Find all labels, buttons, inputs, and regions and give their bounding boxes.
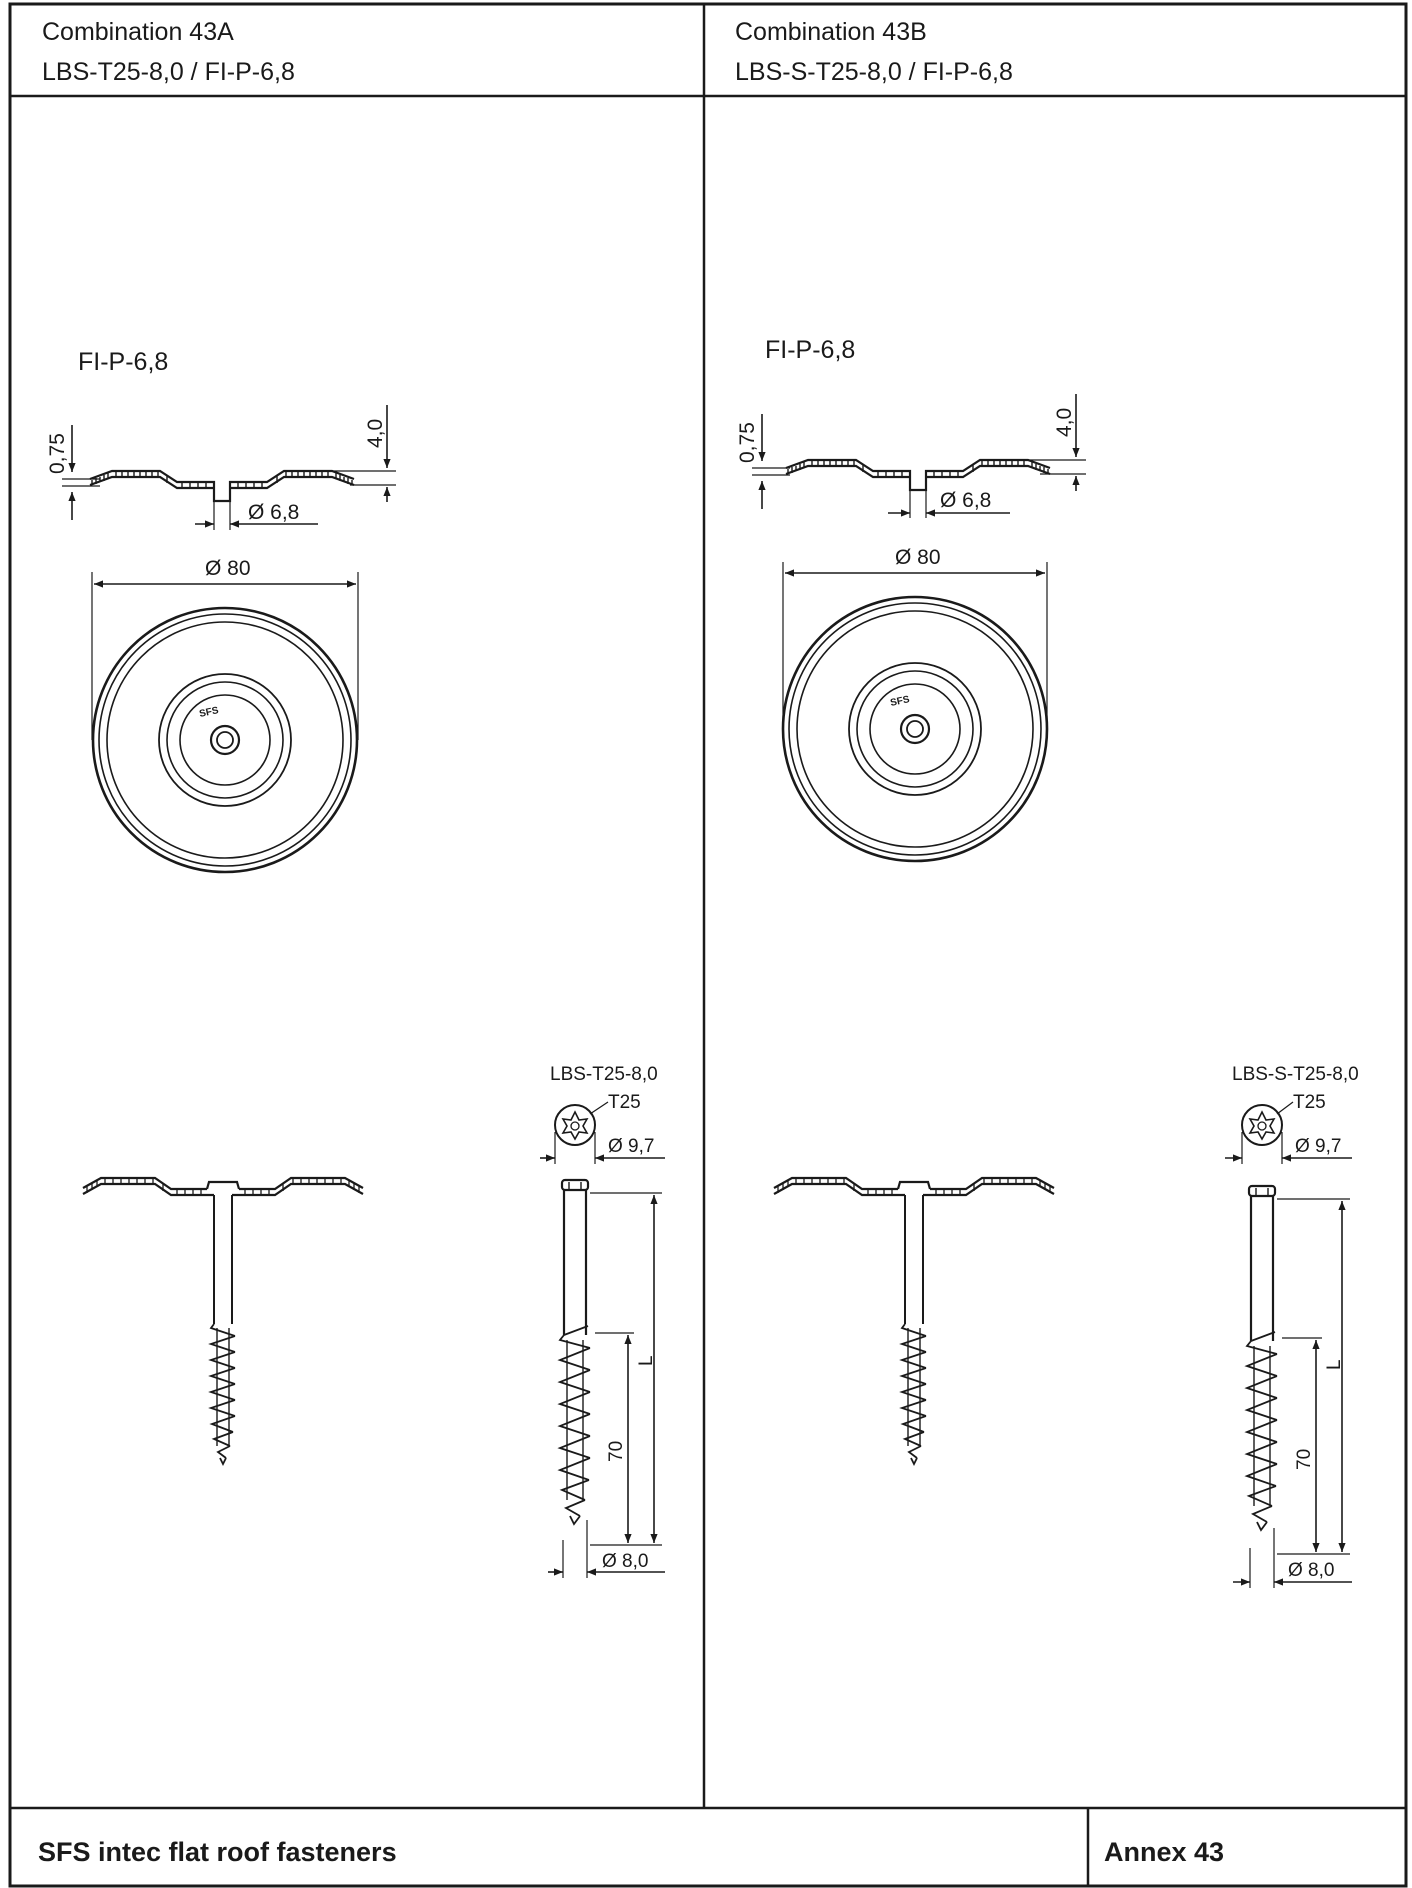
drive-label: T25 xyxy=(1293,1092,1326,1113)
sfs-logo: SFS xyxy=(889,694,911,709)
plate-diameter-value: Ø 80 xyxy=(895,546,941,569)
height-value: 4,0 xyxy=(364,419,387,448)
plate-screw-assembly xyxy=(772,1176,1056,1466)
thickness-value: 0,75 xyxy=(736,422,759,463)
thickness-dimension: 0,75 xyxy=(736,414,790,509)
panel-title: Combination 43A xyxy=(42,18,234,46)
torx-head-view: T25 Ø 9,7 xyxy=(540,1092,665,1164)
shank-diameter-value: Ø 8,0 xyxy=(602,1551,648,1572)
panel-subtitle: LBS-S-T25-8,0 / FI-P-6,8 xyxy=(735,58,1013,86)
plate-label: FI-P-6,8 xyxy=(765,336,855,364)
length-dimension: L xyxy=(590,1192,662,1546)
drive-label: T25 xyxy=(608,1092,641,1113)
hole-dimension: Ø 6,8 xyxy=(195,488,318,530)
thickness-dimension: 0,75 xyxy=(46,425,100,520)
screw-label: LBS-T25-8,0 xyxy=(550,1064,658,1085)
plate-label: FI-P-6,8 xyxy=(78,348,168,376)
hole-dimension: Ø 6,8 xyxy=(888,477,1010,518)
panel-43b: Combination 43B LBS-S-T25-8,0 / FI-P-6,8… xyxy=(735,18,1359,1588)
length-value: L xyxy=(636,1355,657,1366)
plate-cross-section xyxy=(88,469,356,503)
screw-side-view xyxy=(558,1178,592,1526)
thread-length-value: 70 xyxy=(606,1441,627,1462)
thread-length-dimension: 70 xyxy=(595,1332,634,1543)
panel-43a: Combination 43A LBS-T25-8,0 / FI-P-6,8 F… xyxy=(42,18,665,1578)
panel-title: Combination 43B xyxy=(735,18,927,46)
shank-dimension: Ø 8,0 xyxy=(548,1520,665,1578)
sfs-logo: SFS xyxy=(198,705,220,720)
screw-side-view xyxy=(1245,1184,1279,1532)
height-value: 4,0 xyxy=(1053,408,1076,437)
shank-diameter-value: Ø 8,0 xyxy=(1288,1560,1334,1581)
thickness-value: 0,75 xyxy=(46,433,69,474)
head-diameter-value: Ø 9,7 xyxy=(608,1136,654,1157)
panel-subtitle: LBS-T25-8,0 / FI-P-6,8 xyxy=(42,58,295,86)
hole-value: Ø 6,8 xyxy=(248,501,299,524)
screw-label: LBS-S-T25-8,0 xyxy=(1232,1064,1359,1085)
torx-head-view: T25 Ø 9,7 xyxy=(1225,1092,1352,1164)
thread-length-value: 70 xyxy=(1294,1449,1315,1470)
plate-screw-assembly xyxy=(81,1176,365,1466)
sheet-border xyxy=(8,2,1408,1888)
thread-length-dimension: 70 xyxy=(1282,1337,1322,1552)
plate-diameter-dimension: Ø 80 xyxy=(782,546,1048,728)
plate-top-view: SFS xyxy=(91,606,359,874)
length-value: L xyxy=(1324,1359,1345,1370)
footer-product: SFS intec flat roof fasteners xyxy=(38,1837,397,1867)
plate-top-view: SFS xyxy=(781,595,1049,863)
plate-cross-section xyxy=(784,458,1052,492)
footer-annex: Annex 43 xyxy=(1104,1837,1224,1867)
hole-value: Ø 6,8 xyxy=(940,489,991,512)
shank-dimension: Ø 8,0 xyxy=(1233,1528,1352,1588)
head-diameter-value: Ø 9,7 xyxy=(1295,1136,1341,1157)
plate-diameter-value: Ø 80 xyxy=(205,557,251,580)
height-dimension: 4,0 xyxy=(1020,394,1086,491)
length-dimension: L xyxy=(1277,1198,1350,1555)
plate-diameter-dimension: Ø 80 xyxy=(91,557,359,740)
height-dimension: 4,0 xyxy=(330,405,396,502)
